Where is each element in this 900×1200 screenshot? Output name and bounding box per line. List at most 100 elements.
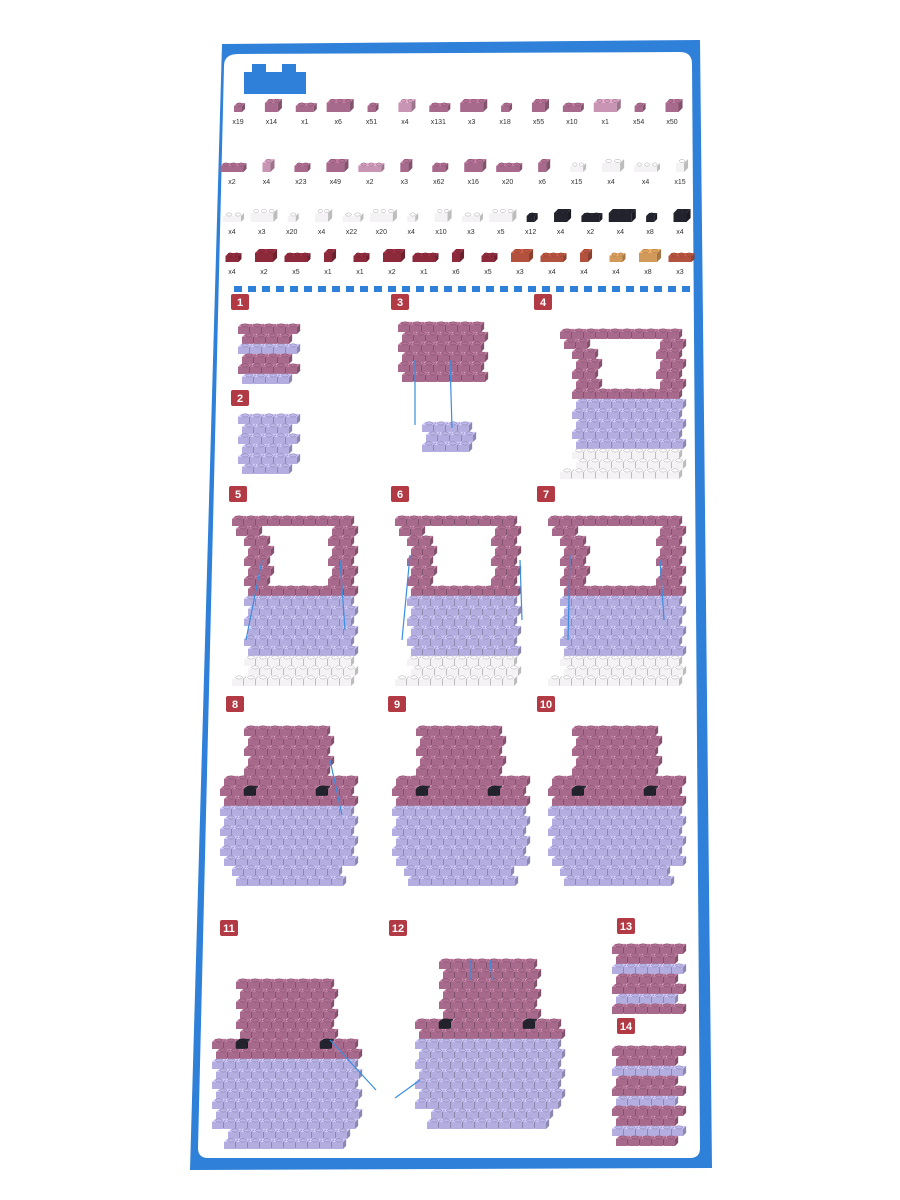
step-illustration bbox=[548, 725, 687, 886]
step-illustration bbox=[415, 958, 566, 1129]
part-3-1: x2 bbox=[255, 248, 278, 276]
part-2-2: x20 bbox=[286, 212, 299, 236]
part-3-2: x5 bbox=[284, 252, 311, 276]
step-illustration bbox=[220, 725, 359, 886]
step-9: 9 bbox=[388, 696, 531, 886]
part-3-4: x1 bbox=[353, 252, 370, 276]
part-2-11: x4 bbox=[554, 208, 572, 236]
part-0-9: x55 bbox=[531, 98, 550, 126]
part-2-7: x10 bbox=[434, 208, 452, 236]
part-quantity: x10 bbox=[566, 119, 577, 126]
step-number-badge: 1 bbox=[231, 294, 249, 310]
part-1-4: x2 bbox=[358, 162, 385, 186]
step-number-badge: 6 bbox=[391, 486, 409, 502]
step-number-badge: 14 bbox=[617, 1018, 635, 1034]
step-6: 6 bbox=[391, 486, 522, 686]
step-number: 3 bbox=[397, 297, 403, 309]
step-8: 8 bbox=[220, 696, 359, 886]
part-2-5: x20 bbox=[369, 208, 397, 236]
part-2-14: x8 bbox=[646, 212, 658, 236]
part-1-2: x23 bbox=[294, 162, 311, 186]
part-quantity: x4 bbox=[407, 229, 415, 236]
part-quantity: x4 bbox=[228, 229, 236, 236]
part-quantity: x15 bbox=[571, 179, 582, 186]
part-quantity: x5 bbox=[484, 269, 492, 276]
part-quantity: x55 bbox=[533, 119, 544, 126]
step-number: 2 bbox=[237, 393, 243, 405]
part-3-13: x8 bbox=[639, 248, 662, 276]
step-illustration bbox=[612, 943, 687, 1014]
part-3-0: x4 bbox=[225, 252, 242, 276]
step-number: 5 bbox=[235, 489, 241, 501]
step-number-badge: 9 bbox=[388, 696, 406, 712]
step-number: 12 bbox=[392, 923, 404, 935]
part-quantity: x4 bbox=[580, 269, 588, 276]
part-quantity: x4 bbox=[617, 229, 625, 236]
part-quantity: x6 bbox=[538, 179, 546, 186]
part-0-2: x1 bbox=[295, 102, 317, 126]
part-quantity: x2 bbox=[587, 229, 595, 236]
part-3-10: x4 bbox=[540, 252, 567, 276]
part-0-11: x1 bbox=[593, 98, 621, 126]
parts-separator bbox=[234, 286, 690, 292]
part-2-13: x4 bbox=[608, 208, 636, 236]
step-number-badge: 5 bbox=[229, 486, 247, 502]
part-3-6: x1 bbox=[412, 252, 439, 276]
part-quantity: x3 bbox=[676, 269, 684, 276]
part-0-12: x54 bbox=[633, 102, 646, 126]
part-2-0: x4 bbox=[223, 212, 244, 236]
step-illustration bbox=[392, 725, 531, 886]
part-1-12: x4 bbox=[634, 162, 661, 186]
part-0-1: x14 bbox=[264, 98, 282, 126]
step-number: 8 bbox=[232, 699, 238, 711]
part-1-7: x16 bbox=[464, 158, 487, 186]
step-number: 10 bbox=[540, 699, 552, 711]
part-1-5: x3 bbox=[400, 158, 413, 186]
part-quantity: x19 bbox=[232, 119, 243, 126]
part-3-9: x3 bbox=[511, 248, 534, 276]
part-quantity: x4 bbox=[676, 229, 684, 236]
part-quantity: x4 bbox=[228, 269, 236, 276]
part-quantity: x5 bbox=[292, 269, 300, 276]
step-number: 13 bbox=[620, 921, 632, 933]
part-quantity: x16 bbox=[468, 179, 479, 186]
part-quantity: x12 bbox=[525, 229, 536, 236]
part-quantity: x4 bbox=[612, 269, 620, 276]
part-0-8: x18 bbox=[499, 102, 513, 126]
part-quantity: x1 bbox=[420, 269, 428, 276]
step-number: 7 bbox=[543, 489, 549, 501]
part-1-3: x49 bbox=[326, 158, 349, 186]
part-2-3: x4 bbox=[315, 208, 333, 236]
part-1-13: x15 bbox=[674, 158, 689, 186]
part-quantity: x4 bbox=[401, 119, 409, 126]
part-quantity: x54 bbox=[633, 119, 644, 126]
part-2-8: x3 bbox=[461, 212, 483, 236]
assembly-arrows bbox=[245, 359, 665, 1099]
part-1-1: x4 bbox=[262, 158, 275, 186]
step-number-badge: 13 bbox=[617, 918, 635, 934]
step-illustration bbox=[612, 1045, 687, 1146]
part-2-10: x12 bbox=[525, 212, 538, 236]
step-1: 1 bbox=[231, 294, 301, 384]
part-3-11: x4 bbox=[580, 248, 593, 276]
part-1-6: x62 bbox=[432, 162, 449, 186]
part-quantity: x49 bbox=[330, 179, 341, 186]
step-illustration bbox=[238, 413, 301, 474]
part-quantity: x14 bbox=[266, 119, 277, 126]
part-0-5: x4 bbox=[398, 98, 416, 126]
step-12: 12 bbox=[389, 920, 566, 1129]
part-quantity: x1 bbox=[324, 269, 332, 276]
part-3-12: x4 bbox=[609, 252, 626, 276]
step-5: 5 bbox=[229, 486, 359, 686]
part-2-4: x22 bbox=[342, 212, 364, 236]
part-quantity: x1 bbox=[356, 269, 364, 276]
part-quantity: x131 bbox=[431, 119, 446, 126]
step-7: 7 bbox=[537, 486, 687, 686]
part-quantity: x3 bbox=[516, 269, 524, 276]
part-1-8: x20 bbox=[496, 162, 523, 186]
part-quantity: x4 bbox=[642, 179, 650, 186]
part-0-3: x6 bbox=[326, 98, 354, 126]
step-illustration bbox=[560, 328, 687, 479]
